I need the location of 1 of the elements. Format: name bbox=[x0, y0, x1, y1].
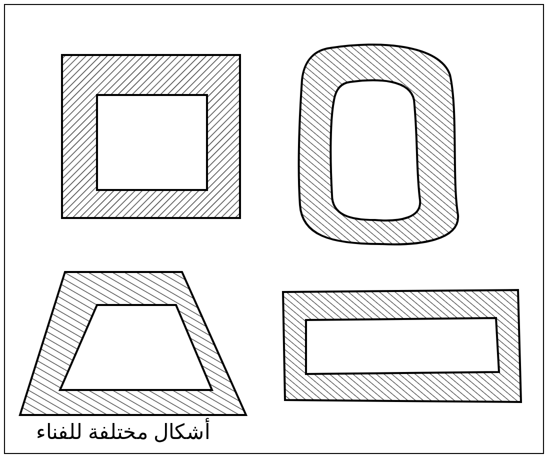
caption: أشكال مختلفة للفناء bbox=[36, 420, 211, 445]
